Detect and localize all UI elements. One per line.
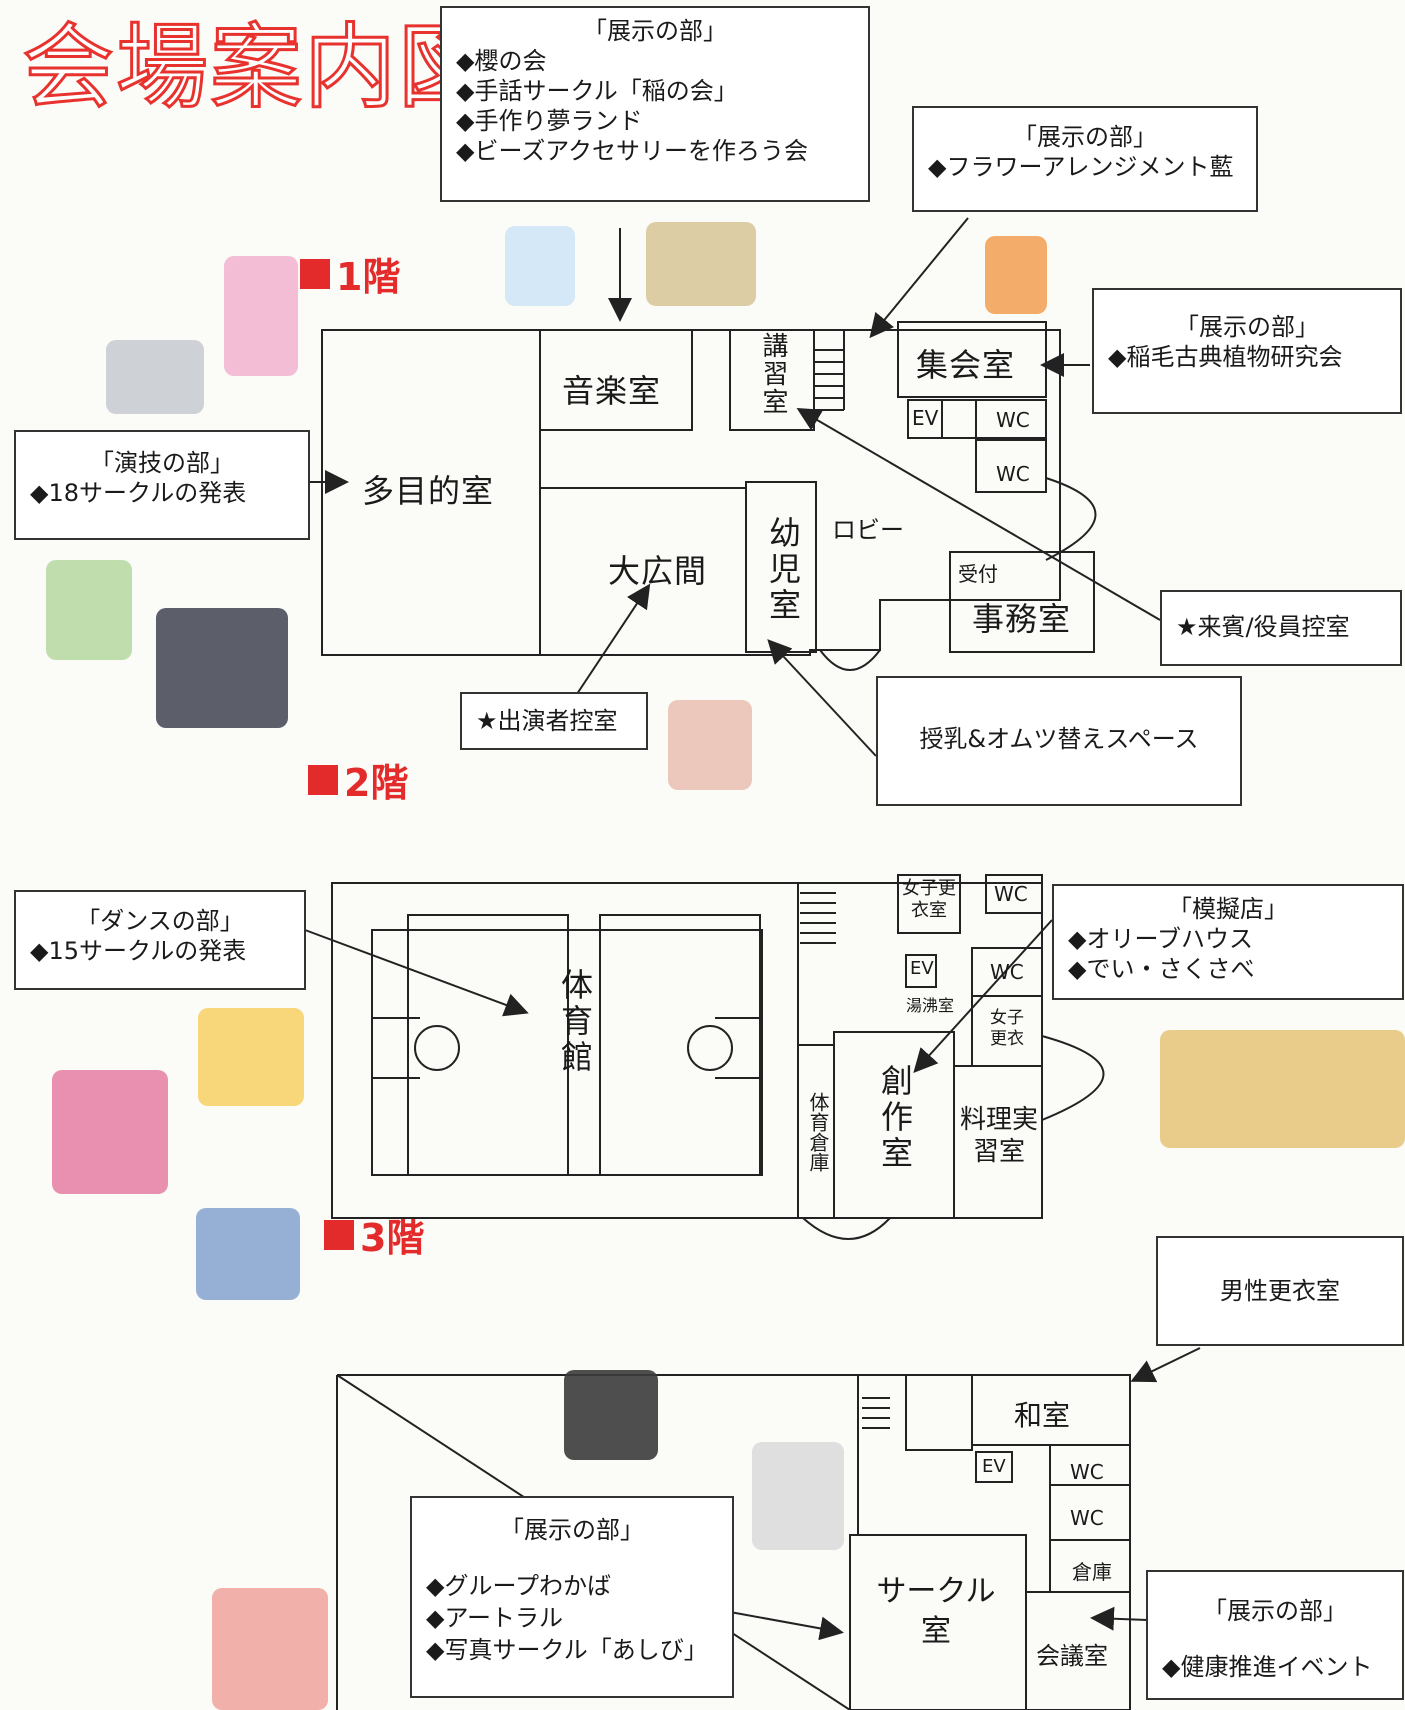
callout-guest-room: ★来賓/役員控室 [1160, 590, 1402, 666]
room-lecture: 講習室 [758, 332, 788, 416]
callout-item: ◆櫻の会 [456, 47, 547, 75]
callout-item: ◆アートラル [426, 1604, 564, 1632]
room-creative: 創作室 [876, 1064, 914, 1172]
callout-exhibit-top: 「展示の部」 ◆櫻の会 ◆手話サークル「稲の会」 ◆手作り夢ランド ◆ビーズアク… [440, 6, 870, 202]
callout-exhibit-3f: 「展示の部」 ◆グループわかば ◆アートラル ◆写真サークル「あしび」 [410, 1496, 734, 1698]
room-circle: サークル室 [876, 1574, 996, 1649]
callout-item: ◆18サークルの発表 [30, 479, 247, 507]
callout-performance: 「演技の部」 ◆18サークルの発表 [14, 430, 310, 540]
callout-heading: 「展示の部」 [1175, 313, 1319, 341]
painter-icon [752, 1442, 844, 1550]
callout-item: ◆でい・さくさべ [1068, 955, 1255, 983]
floor-marker-icon [300, 258, 330, 289]
room-conference: 会議室 [1036, 1642, 1108, 1670]
reception-label: 受付 [958, 562, 998, 586]
dancer-icon [224, 256, 298, 376]
sewing-box-icon [646, 222, 756, 306]
callout-shop: 「模擬店」 ◆オリーブハウス ◆でい・さくさべ [1052, 884, 1404, 1000]
room-gym-storage: 体育倉庫 [806, 1092, 830, 1172]
wc-3f-a: WC [1070, 1460, 1104, 1484]
flower-bouquet-icon [985, 236, 1047, 314]
room-women-changing-2: 女子更衣 [990, 1008, 1024, 1049]
callout-heading: 「演技の部」 [90, 449, 234, 477]
room-large-hall: 大広間 [608, 552, 708, 590]
floor-marker-icon [324, 1219, 354, 1250]
callout-exhibit-health: 「展示の部」 ◆健康推進イベント [1146, 1570, 1404, 1700]
callout-item: ◆稲毛古典植物研究会 [1108, 343, 1343, 371]
wc-3f-b: WC [1070, 1506, 1104, 1530]
ballroom-dancers-icon [52, 1070, 168, 1194]
elevator-1f: EV [912, 406, 939, 430]
callout-item: ◆手作り夢ランド [456, 107, 643, 135]
floor-marker-icon [308, 764, 338, 795]
callout-exhibit-flower: 「展示の部」 ◆フラワーアレンジメント藍 [912, 106, 1258, 212]
choir-icon [156, 608, 288, 728]
floor-2-heading: 2階 [308, 752, 408, 807]
lobby-label: ロビー [832, 516, 904, 544]
callout-heading: 「展示の部」 [583, 17, 727, 45]
callout-performer-room: ★出演者控室 [460, 692, 648, 750]
callout-item: ◆フラワーアレンジメント藍 [928, 153, 1234, 181]
page-title: 会場案内図 [20, 14, 493, 121]
room-music: 音楽室 [562, 372, 662, 410]
room-women-changing: 女子更衣室 [902, 878, 956, 921]
floor-3-heading: 3階 [324, 1207, 424, 1262]
hula-dancer-icon [46, 560, 132, 660]
callout-item: ◆手話サークル「稲の会」 [456, 77, 738, 105]
room-meeting: 集会室 [916, 346, 1016, 384]
wc-1f-a: WC [996, 408, 1030, 432]
callout-heading: 「展示の部」 [1013, 123, 1157, 151]
callout-mens-changing: 男性更衣室 [1156, 1236, 1404, 1346]
craft-tools-icon [505, 226, 575, 306]
cheerleader-icon [198, 1008, 304, 1106]
callout-item: ◆グループわかば [426, 1572, 612, 1600]
floor-1-label: 1階 [336, 255, 401, 299]
callout-item: ◆15サークルの発表 [30, 937, 247, 965]
room-kitchenette: 湯沸室 [906, 996, 955, 1015]
floor-1-heading: 1階 [300, 246, 400, 301]
elevator-3f: EV [982, 1456, 1006, 1477]
callout-heading: 「模擬店」 [1168, 895, 1288, 923]
callout-dance: 「ダンスの部」 ◆15サークルの発表 [14, 890, 306, 990]
callout-heading: 「展示の部」 [1203, 1597, 1347, 1625]
callout-item: ◆健康推進イベント [1162, 1653, 1373, 1681]
elevator-2f: EV [910, 958, 934, 979]
wc-2f-a: WC [994, 882, 1028, 906]
accordion-icon [106, 340, 204, 414]
callout-nursing: 授乳&オムツ替えスペース [876, 676, 1242, 806]
floor-2-label: 2階 [344, 761, 409, 805]
callout-heading: 「展示の部」 [500, 1516, 644, 1544]
camera-lenses-icon [564, 1370, 658, 1460]
callout-heading: 「ダンスの部」 [76, 907, 244, 935]
callout-exhibit-plant: 「展示の部」 ◆稲毛古典植物研究会 [1092, 288, 1402, 414]
room-japanese: 和室 [1014, 1399, 1071, 1432]
room-office: 事務室 [972, 600, 1072, 638]
callout-item: ◆オリーブハウス [1068, 925, 1254, 953]
mother-baby-icon [668, 700, 752, 790]
room-cooking: 料理実習室 [960, 1105, 1039, 1167]
floor-3-label: 3階 [360, 1216, 425, 1260]
room-gym: 体育館 [556, 968, 594, 1076]
callout-item: ◆写真サークル「あしび」 [426, 1636, 708, 1664]
drummer-icon [196, 1208, 300, 1300]
callout-item: ◆ビーズアクセサリーを作ろう会 [456, 137, 809, 165]
band-icon [1160, 1030, 1405, 1148]
room-multipurpose: 多目的室 [362, 472, 495, 510]
room-storage-3f: 倉庫 [1072, 1560, 1112, 1584]
room-kids: 幼児室 [764, 516, 802, 624]
art-viewer-icon [212, 1588, 328, 1710]
wc-1f-b: WC [996, 462, 1030, 486]
wc-2f-b: WC [990, 960, 1024, 984]
